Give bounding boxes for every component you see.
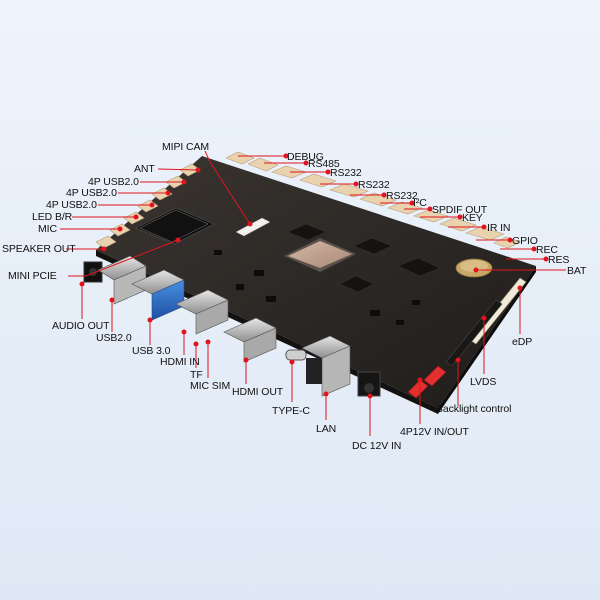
label-4p-usb-1: 4P USB2.0 [88,176,139,188]
front-connectors [83,255,381,397]
mini-pcie-slot [135,207,215,245]
label-key: KEY [462,212,483,224]
smd-components [214,250,420,325]
label-4p-12v: 4P12V IN/OUT [400,426,469,438]
label-speaker-out: SPEAKER OUT [2,243,76,255]
label-type-c: TYPE-C [272,405,310,417]
label-lvds: LVDS [470,376,497,388]
callout-lines [60,150,566,436]
label-rs232-2: RS232 [358,179,390,191]
label-rec: REC [536,244,558,256]
label-i2c: I²C [413,197,427,209]
label-ant: ANT [134,163,155,175]
label-lan: LAN [316,423,337,435]
label-dc-12v: DC 12V IN [352,440,402,452]
label-4p-usb-3: 4P USB2.0 [46,199,97,211]
label-backlight: Backlight control [436,403,512,415]
label-bat: BAT [567,265,587,277]
label-mipi-cam: MIPI CAM [162,141,210,153]
callout-dots [79,153,549,399]
soc-chip [284,238,356,272]
label-rs232-1: RS232 [330,167,362,179]
label-4p-usb-2: 4P USB2.0 [66,187,117,199]
label-rs485: RS485 [308,158,340,170]
label-debug: DEBUG [287,151,324,163]
label-led-br: LED B/R [32,211,73,223]
label-hdmi-out: HDMI OUT [232,386,284,398]
label-usb20: USB2.0 [96,332,132,344]
label-tf: TF [190,369,203,381]
mipi-cam-connector [235,217,271,237]
label-edp: eDP [512,336,533,348]
label-usb30: USB 3.0 [132,345,171,357]
label-res: RES [548,254,570,266]
label-ir-in: IR IN [487,222,511,234]
label-mic-sim: MIC SIM [190,380,231,392]
memory-chips [287,223,441,293]
label-rs232-3: RS232 [386,190,418,202]
label-audio-out: AUDIO OUT [52,320,110,332]
battery-holder [455,258,493,278]
label-mic: MIC [38,223,57,235]
label-spdif-out: SPDIF OUT [432,204,488,216]
label-gpio: GPIO [512,235,538,247]
label-mini-pcie: MINI PCIE [8,270,57,282]
label-hdmi-in: HDMI IN [160,356,200,368]
